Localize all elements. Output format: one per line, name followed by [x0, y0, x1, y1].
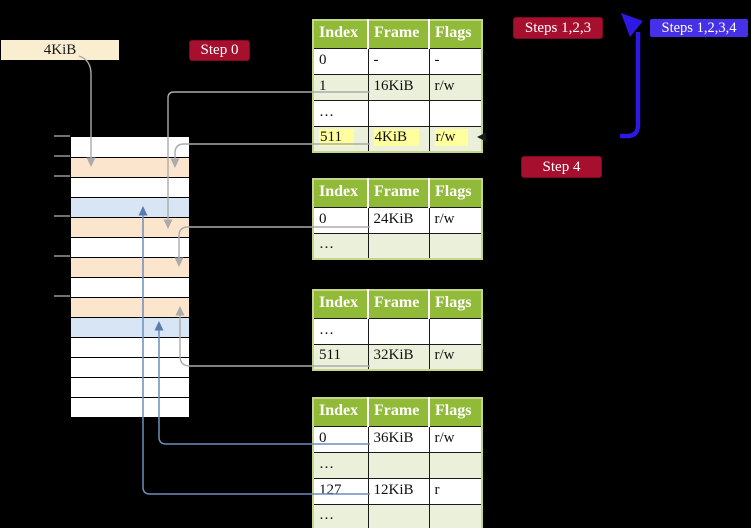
column-header: Index: [313, 398, 369, 427]
table-cell: 12KiB: [368, 478, 430, 505]
table-cell: 4KiB: [368, 126, 430, 152]
table-cell: [368, 318, 430, 345]
column-header: Frame: [368, 290, 430, 319]
table-row: …: [313, 318, 482, 345]
table-row: 0--: [313, 48, 482, 75]
table-row: …: [313, 233, 482, 259]
table-row: …: [313, 452, 482, 479]
big-steps-arrow-shaft: [620, 32, 641, 139]
column-header: Flags: [429, 20, 482, 49]
column-header: Flags: [429, 290, 482, 319]
table-cell: 127: [313, 478, 369, 505]
column-header: Frame: [368, 398, 430, 427]
table-cell: -: [429, 48, 482, 75]
memory-frame-row-peach: [71, 297, 189, 317]
table-cell: [368, 100, 430, 127]
column-header: Index: [313, 290, 369, 319]
table-cell: [429, 504, 482, 528]
memory-frame-row-white: [71, 357, 189, 377]
highlighted-value: r/w: [434, 129, 468, 147]
memory-frame-row-white: [71, 397, 189, 417]
memory-frame-row-peach: [71, 217, 189, 237]
table-row: …: [313, 504, 482, 528]
big-arrowhead-icon: [621, 13, 643, 37]
badge-steps-123: Steps 1,2,3: [513, 17, 603, 39]
memory-frame-row-white: [71, 137, 189, 157]
table-cell: r/w: [429, 126, 482, 152]
table-row: …: [313, 100, 482, 127]
table-cell: [429, 233, 482, 259]
table-cell: [368, 233, 430, 259]
table-cell: 511: [313, 126, 369, 152]
memory-stack: [70, 136, 190, 417]
table-cell: …: [313, 504, 369, 528]
table-cell: [368, 452, 430, 479]
table-cell: r/w: [429, 426, 482, 453]
table-cell: 1: [313, 74, 369, 101]
badge-step-0: Step 0: [189, 40, 250, 61]
memory-frame-row-white: [71, 377, 189, 397]
memory-frame-row-white: [71, 177, 189, 197]
table-row: 511 4KiB r/w: [313, 126, 482, 152]
table-cell: …: [313, 318, 369, 345]
table-cell: …: [313, 452, 369, 479]
table-cell: r/w: [429, 344, 482, 370]
column-header: Frame: [368, 179, 430, 208]
table-cell: [429, 318, 482, 345]
table-cell: 511: [313, 344, 369, 370]
table-cell: r/w: [429, 74, 482, 101]
table-cell: r/w: [429, 207, 482, 234]
highlighted-value: 511: [319, 129, 354, 147]
memory-frame-row-peach: [71, 257, 189, 277]
table-cell: 36KiB: [368, 426, 430, 453]
table-cell: [429, 452, 482, 479]
big-steps-arrow: [620, 13, 643, 139]
memory-frame-row-white: [71, 237, 189, 257]
badge-steps-1234: Steps 1,2,3,4: [650, 19, 748, 37]
table-cell: 16KiB: [368, 74, 430, 101]
table-cell: 24KiB: [368, 207, 430, 234]
table-cell: …: [313, 233, 369, 259]
memory-tick-marks: [54, 135, 70, 297]
table-cell: 0: [313, 426, 369, 453]
frame-size-label: 4KiB: [1, 40, 119, 60]
table-cell: r: [429, 478, 482, 505]
table-cell: 32KiB: [368, 344, 430, 370]
table-cell: -: [368, 48, 430, 75]
column-header: Flags: [429, 398, 482, 427]
column-header: Flags: [429, 179, 482, 208]
badge-step-4: Step 4: [521, 156, 602, 178]
table-cell: 0: [313, 207, 369, 234]
memory-frame-row-peach: [71, 157, 189, 177]
table-cell: …: [313, 100, 369, 127]
memory-frame-row-white: [71, 337, 189, 357]
column-header: Frame: [368, 20, 430, 49]
memory-frame-row-blue: [71, 197, 189, 217]
column-header: Index: [313, 179, 369, 208]
table-cell: [368, 504, 430, 528]
table-cell: [429, 100, 482, 127]
memory-frame-row-white: [71, 277, 189, 297]
highlighted-value: 4KiB: [373, 129, 420, 147]
memory-frame-row-blue: [71, 317, 189, 337]
column-header: Index: [313, 20, 369, 49]
table-cell: 0: [313, 48, 369, 75]
